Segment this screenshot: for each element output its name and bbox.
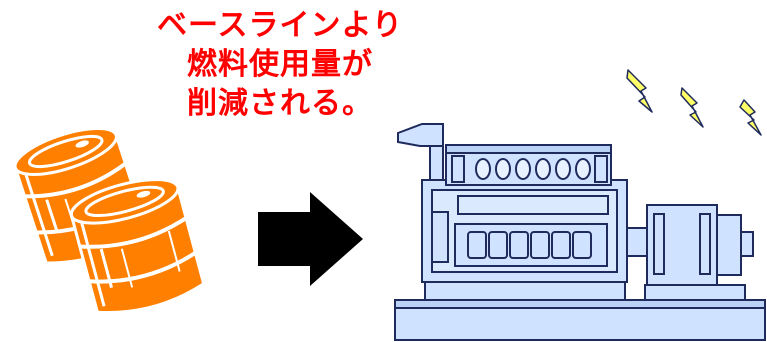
lightning-bolt-1 bbox=[626, 69, 653, 113]
lightning-bolt-2 bbox=[680, 87, 704, 128]
caption-line-3: 削減される。 bbox=[187, 86, 373, 121]
reduction-caption: ベースラインより 燃料使用量が 削減される。 bbox=[150, 6, 410, 123]
coupling bbox=[626, 227, 648, 257]
crankcase-panels bbox=[454, 223, 608, 267]
caption-line-1: ベースラインより bbox=[157, 8, 403, 43]
lightning-bolt-icon bbox=[626, 69, 762, 136]
exhaust-pipe bbox=[397, 123, 444, 187]
oil-drum-front bbox=[69, 178, 206, 314]
lightning-bolt-3 bbox=[739, 99, 762, 136]
right-arrow-icon bbox=[258, 192, 363, 286]
alternator bbox=[646, 204, 754, 286]
oil-drum-icon bbox=[13, 126, 206, 314]
generator-engine-icon bbox=[394, 123, 766, 341]
cylinder-caps bbox=[475, 158, 591, 180]
caption-line-2: 燃料使用量が bbox=[187, 47, 373, 82]
